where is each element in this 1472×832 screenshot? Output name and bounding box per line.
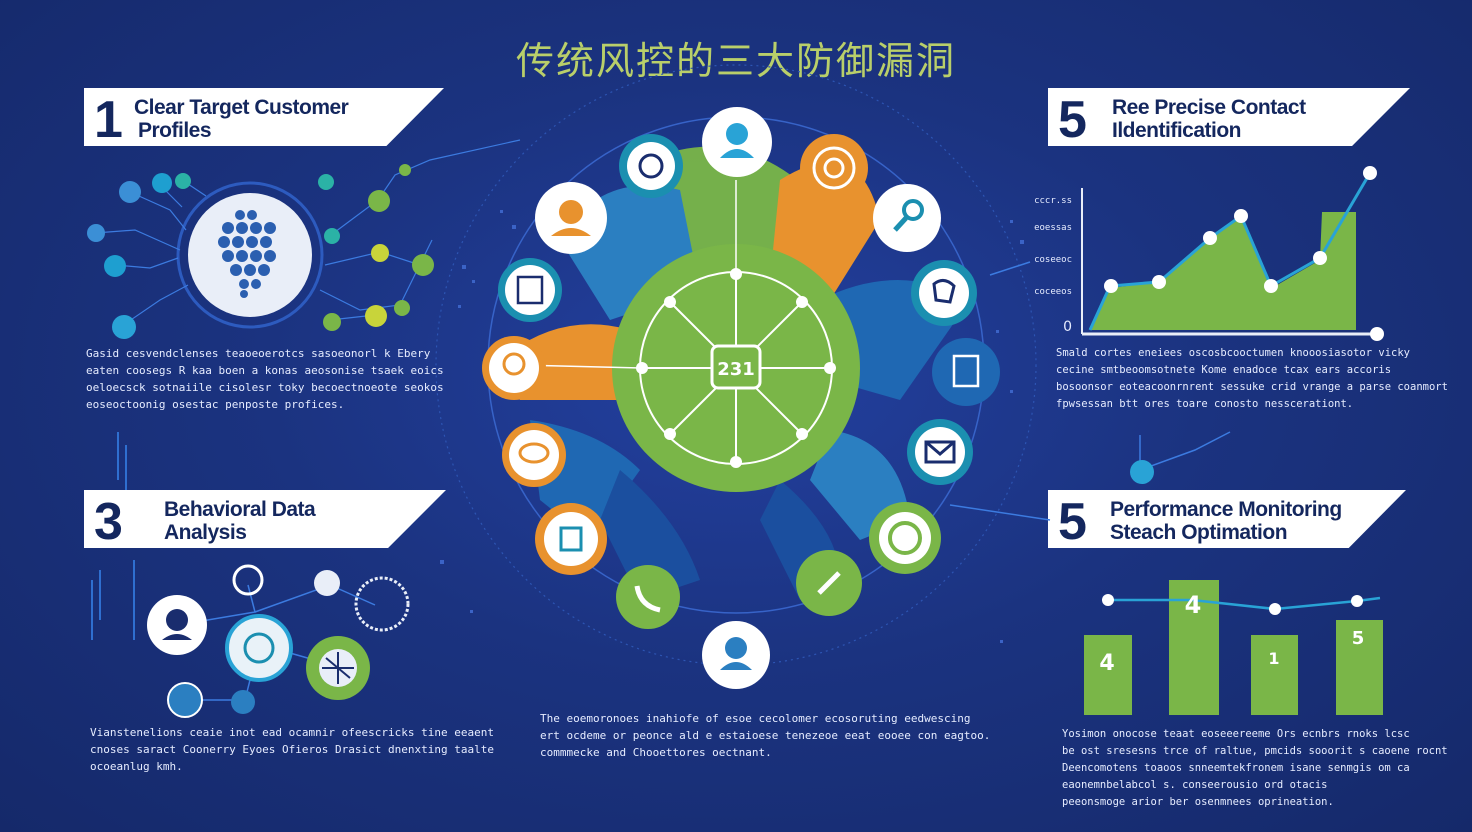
- desc-line: The eoemoronoes inahiofe of esoe cecolom…: [540, 712, 971, 725]
- user-icon: [702, 107, 772, 177]
- performance-description: Yosimon onocose teaat eoseeereeme Ors ec…: [1062, 726, 1448, 811]
- left-line-decor: [91, 432, 135, 640]
- bar-label: 4: [1099, 651, 1114, 676]
- banner-shape: [84, 490, 446, 548]
- y-tick-label: eoessas: [1034, 223, 1072, 233]
- label-line-1: Performance Monitoring: [1110, 498, 1342, 521]
- profile-network: [87, 139, 521, 339]
- y-tick-label: cccr.ss: [1034, 196, 1072, 206]
- desc-line: peeonsmoge arior ber osenmnees oprineati…: [1062, 796, 1334, 808]
- desc-line: bosoonsor eoteacoonrnrent sessuke crid v…: [1056, 381, 1448, 393]
- desc-line: Smald cortes eneiees oscosbcooctumen kno…: [1056, 347, 1411, 359]
- cart-icon: [702, 621, 770, 689]
- target-icon: [225, 614, 293, 682]
- desc-line: cecine smtbeoomsotnete Kome enadoce tcax…: [1056, 364, 1392, 376]
- label-line-2: Steach Optimation: [1110, 521, 1288, 544]
- desc-line: oeloecsck sotnaiile cisolesr toky becoec…: [86, 381, 444, 394]
- bar-label: 4: [1185, 591, 1202, 619]
- section-number: 5: [1058, 91, 1087, 149]
- bubble-icon: [502, 423, 566, 487]
- location-icon: [482, 336, 546, 400]
- bullseye-icon: [800, 134, 868, 202]
- y-tick-label: coceeos: [1034, 287, 1072, 297]
- network-icon: [911, 260, 977, 326]
- y-tick-label: coseeoc: [1034, 255, 1072, 265]
- desc-line: ert ocdeme or peonce ald e estaioese ten…: [540, 729, 991, 742]
- magnifier-icon: [873, 184, 941, 252]
- contact-line-chart: cccr.ss eoessas coseeoc coceeos 0: [1034, 166, 1384, 341]
- banner-shape: [1048, 490, 1406, 548]
- page-title: 传统风控的三大防御漏洞: [515, 39, 956, 83]
- behavioral-description: Vianstenelions ceaie inot ead ocamnir of…: [90, 724, 494, 775]
- label-line-2: Ildentification: [1112, 119, 1242, 142]
- label-line-2: Profiles: [138, 119, 212, 142]
- edit-icon: [932, 338, 1000, 406]
- document-icon: [498, 258, 562, 322]
- desc-line: eaten coosegs R kaa boen a konas aeosoni…: [86, 364, 444, 377]
- y-tick-label: 0: [1063, 319, 1072, 335]
- bar-label: 1: [1268, 649, 1279, 668]
- bar: [1251, 635, 1298, 715]
- desc-line: cnoses saract Coonerry Eyoes Ofieros Dra…: [90, 743, 494, 756]
- desc-line: Gasid cesvendclenses teaoeoerotcs sasoeo…: [86, 347, 431, 360]
- banner-shape: [1048, 88, 1410, 146]
- behavioral-network: [147, 564, 410, 718]
- label-line-2: Analysis: [164, 521, 247, 544]
- cluster-icon: [218, 210, 276, 298]
- desc-line: Yosimon onocose teaat eoseeereeme Ors ec…: [1062, 728, 1410, 740]
- section-number: 1: [94, 91, 123, 149]
- desc-line: commmecke and Chooettores oectnant.: [540, 746, 772, 759]
- banner-shape: [84, 88, 444, 146]
- chart-pin: [1130, 460, 1154, 484]
- label-line-1: Clear Target Customer: [134, 96, 349, 119]
- agent-icon: [535, 503, 607, 575]
- center-description: The eoemoronoes inahiofe of esoe cecolom…: [540, 710, 990, 761]
- desc-line: ocoeanlug kmh.: [90, 760, 183, 773]
- desc-line: eoseoctoonig osestac penposte profices.: [86, 398, 345, 411]
- desc-line: eaonemnbelabcol s. conseerousio ord otac…: [1062, 779, 1328, 791]
- mail-icon: [907, 419, 973, 485]
- profiles-description: Gasid cesvendclenses teaoeoerotcs sasoeo…: [86, 345, 444, 413]
- bar-label: 5: [1352, 628, 1365, 649]
- phone-icon: [616, 565, 680, 629]
- label-line-1: Ree Precise Contact: [1112, 96, 1306, 119]
- bar: [1084, 635, 1132, 715]
- desc-line: Deencomotens toaoos snneemtekfronem isan…: [1062, 762, 1410, 774]
- connector-lines: [949, 261, 1231, 521]
- label-line-1: Behavioral Data: [164, 498, 316, 521]
- ticket-icon: [796, 550, 862, 616]
- chat-icon: [869, 502, 941, 574]
- brain-icon: [619, 134, 683, 198]
- orbit-icons: [482, 107, 1000, 689]
- dot-grid: [440, 210, 1024, 643]
- center-badge: 231: [717, 359, 755, 380]
- mind-icon: [535, 182, 607, 254]
- section-number: 5: [1058, 493, 1087, 551]
- performance-bar-chart: 4 4 1 5: [1084, 580, 1383, 715]
- desc-line: fpwsessan btt ores toare conosto nesscer…: [1056, 398, 1354, 410]
- contact-description: Smald cortes eneiees oscosbcooctumen kno…: [1056, 345, 1448, 413]
- desc-line: be ost sresesns trce of raltue, pmcids s…: [1062, 745, 1448, 757]
- bar: [1336, 620, 1383, 715]
- desc-line: Vianstenelions ceaie inot ead ocamnir of…: [90, 726, 494, 739]
- section-number: 3: [94, 493, 123, 551]
